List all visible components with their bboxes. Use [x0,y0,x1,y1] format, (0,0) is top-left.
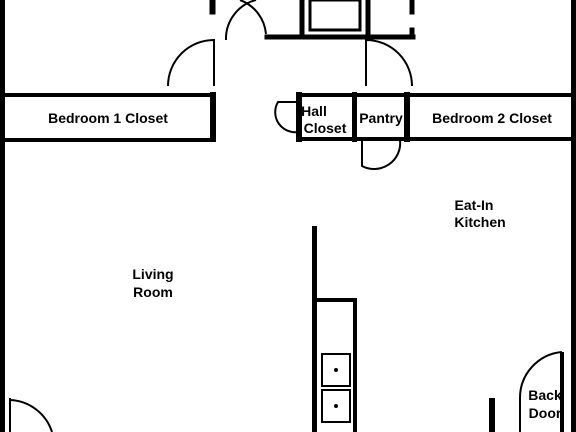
bathroom-wall-top [264,34,416,40]
pantry-door-arc [361,139,402,171]
bedroom1-door-arc [167,38,215,87]
hall-closet-label-line2: Closet [304,120,347,136]
pantry-divider-wall [352,92,357,142]
closet-doors [274,101,402,171]
bedroom2-left-wall [409,0,415,15]
counter-outline [313,298,357,432]
back-door-label-line1: Back [528,387,562,403]
bath-door-arc-left [224,0,257,41]
bedroom2-closet-wall-left [404,92,410,142]
bath-door-arc-right [239,0,267,35]
front-door-arc [9,399,53,432]
room-labels: Bedroom 1 Closet Hall Closet Pantry Bedr… [48,103,562,421]
bathroom-left-wall [299,0,305,38]
kitchen-label-line1: Eat-In [455,197,494,213]
right-exterior-wall [571,0,576,432]
back-door [489,351,564,432]
tub-outline [308,0,362,32]
sink-drain-top [334,368,338,372]
upper-doors [167,0,413,87]
back-door-arc [518,351,563,399]
bathroom-right-wall [365,0,371,38]
living-room-label-line1: Living [132,266,173,282]
front-door [9,398,53,432]
bedroom2-closet-label: Bedroom 2 Closet [432,110,552,126]
sink-basin-top [321,353,351,387]
bedroom1-closet-wall-right [210,92,216,142]
sink-drain-bottom [334,404,338,408]
back-door-jamb [560,352,564,432]
hall-closet-wall-left [296,92,302,142]
back-door-wall-left [489,398,495,432]
bedroom2-wall-stub [409,27,415,39]
hall-closet-door-arc [274,101,299,134]
left-exterior-wall [0,0,5,432]
pantry-label: Pantry [359,110,403,126]
sink-basin-bottom [321,389,351,423]
living-room-label-line2: Room [133,284,173,300]
upper-walls [209,0,416,40]
hall-closet-label-line1: Hall [301,103,327,119]
bedroom1-closet-label: Bedroom 1 Closet [48,110,168,126]
back-door-label-line2: Door [529,405,562,421]
kitchen-label-line2: Kitchen [454,214,505,230]
bedroom2-door-arc [365,38,413,87]
bedroom1-right-wall [209,0,216,15]
kitchen-counter [313,298,357,432]
